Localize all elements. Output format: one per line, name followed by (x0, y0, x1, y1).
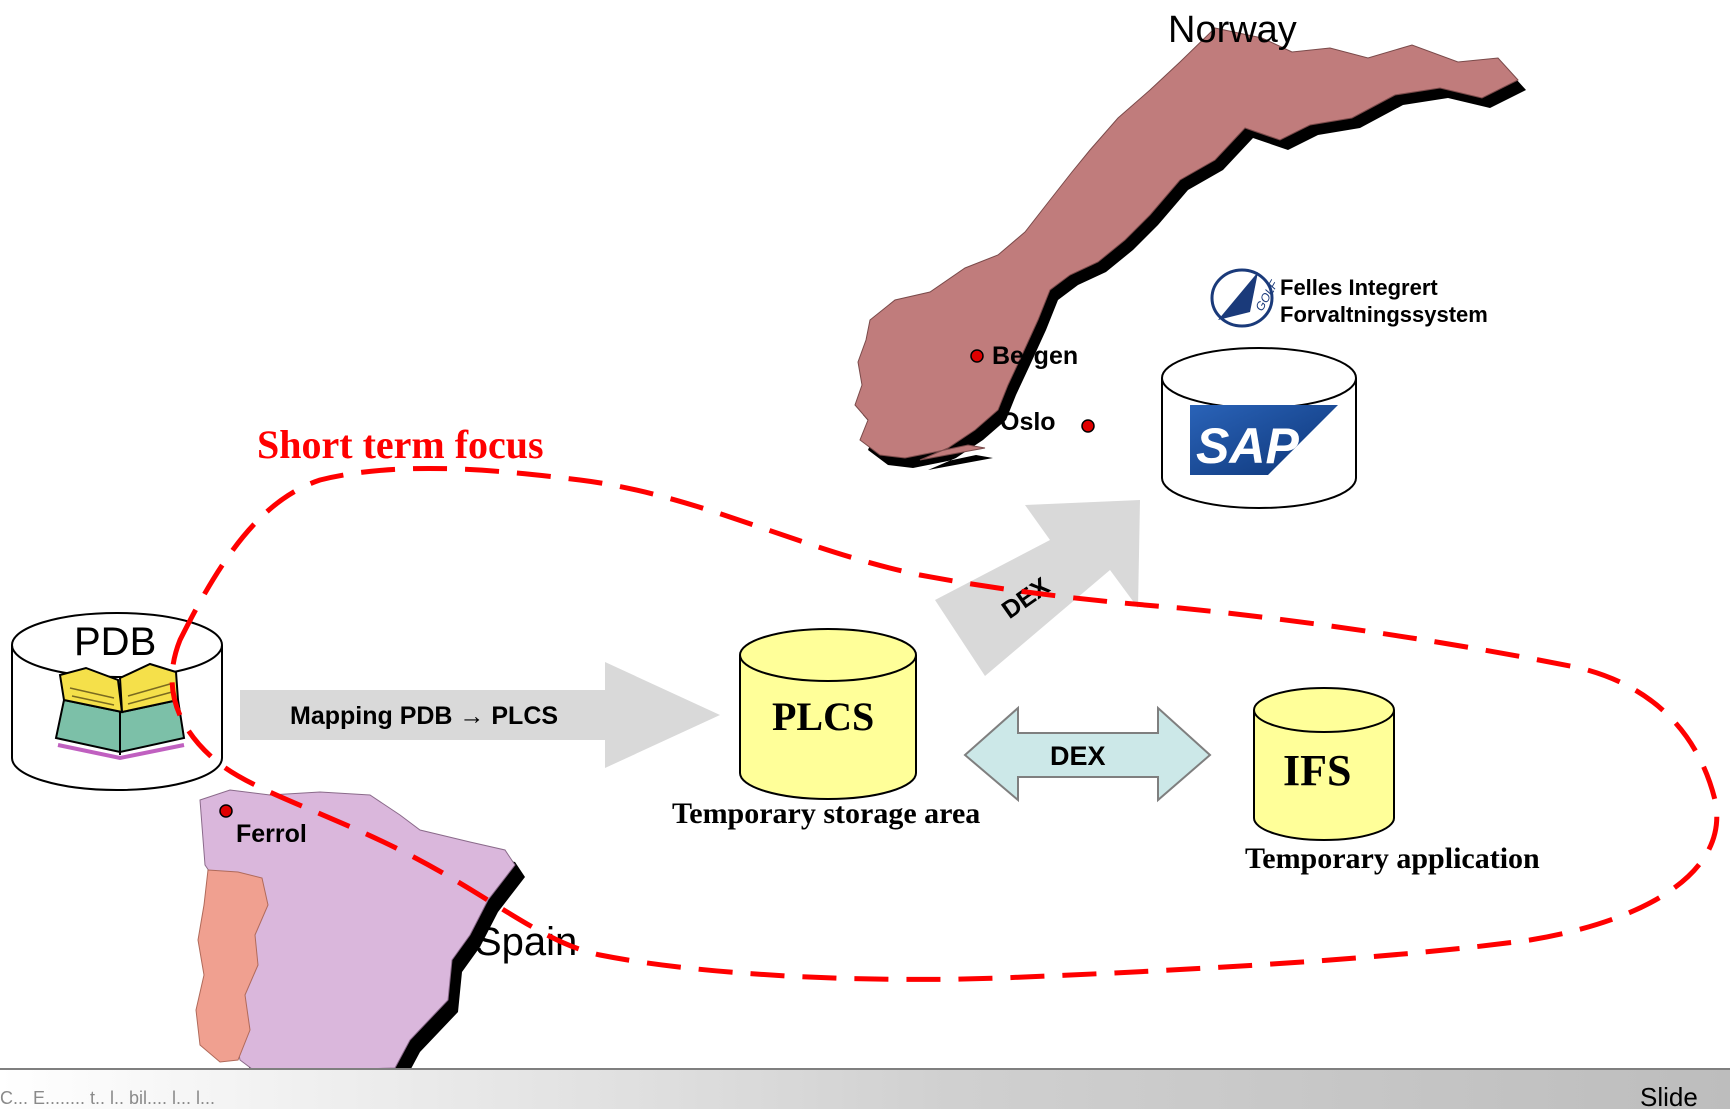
short-term-focus-boundary (169, 465, 1720, 982)
temporary-application-label: Temporary application (1245, 842, 1540, 875)
spain-map (199, 789, 525, 1092)
ifs-label: IFS (1283, 746, 1351, 795)
ifs-database (1253, 687, 1395, 841)
golf-logo-text: GOLF (1252, 278, 1281, 314)
plcs-label: PLCS (772, 694, 874, 739)
dex-double-arrow (963, 705, 1212, 803)
oslo-label: Oslo (1000, 408, 1056, 436)
sap-logo-text: SAP (1196, 418, 1299, 474)
mapping-label: Mapping PDB → PLCS (290, 702, 558, 730)
bergen-label: Bergen (992, 342, 1078, 370)
portugal-map (195, 869, 269, 1063)
footer-text: C... E........ t.. l.. bil.... l... l... (0, 1088, 216, 1108)
norway-map (854, 27, 1526, 470)
pdb-label: PDB (74, 620, 156, 664)
temporary-storage-label: Temporary storage area (672, 797, 980, 830)
dex-diagonal-arrow (935, 500, 1140, 676)
golf-logo: GOLF (1210, 268, 1281, 328)
book-icon (54, 662, 186, 761)
footer-bar (0, 1068, 1730, 1109)
plcs-database (739, 628, 917, 800)
short-term-focus-label: Short term focus (257, 422, 544, 467)
ferrol-marker (219, 804, 233, 818)
oslo-marker (1081, 419, 1095, 433)
norway-label: Norway (1168, 9, 1297, 51)
fis-line2: Forvaltningssystem (1280, 302, 1488, 327)
slide-label: Slide (1640, 1082, 1698, 1112)
bergen-marker (970, 349, 984, 363)
ferrol-label: Ferrol (236, 820, 307, 848)
mapping-arrow (240, 662, 720, 768)
fis-line1: Felles Integrert (1280, 275, 1438, 300)
sap-logo: SAP (1190, 405, 1338, 475)
dex-arrow-label: DEX (1050, 741, 1106, 771)
